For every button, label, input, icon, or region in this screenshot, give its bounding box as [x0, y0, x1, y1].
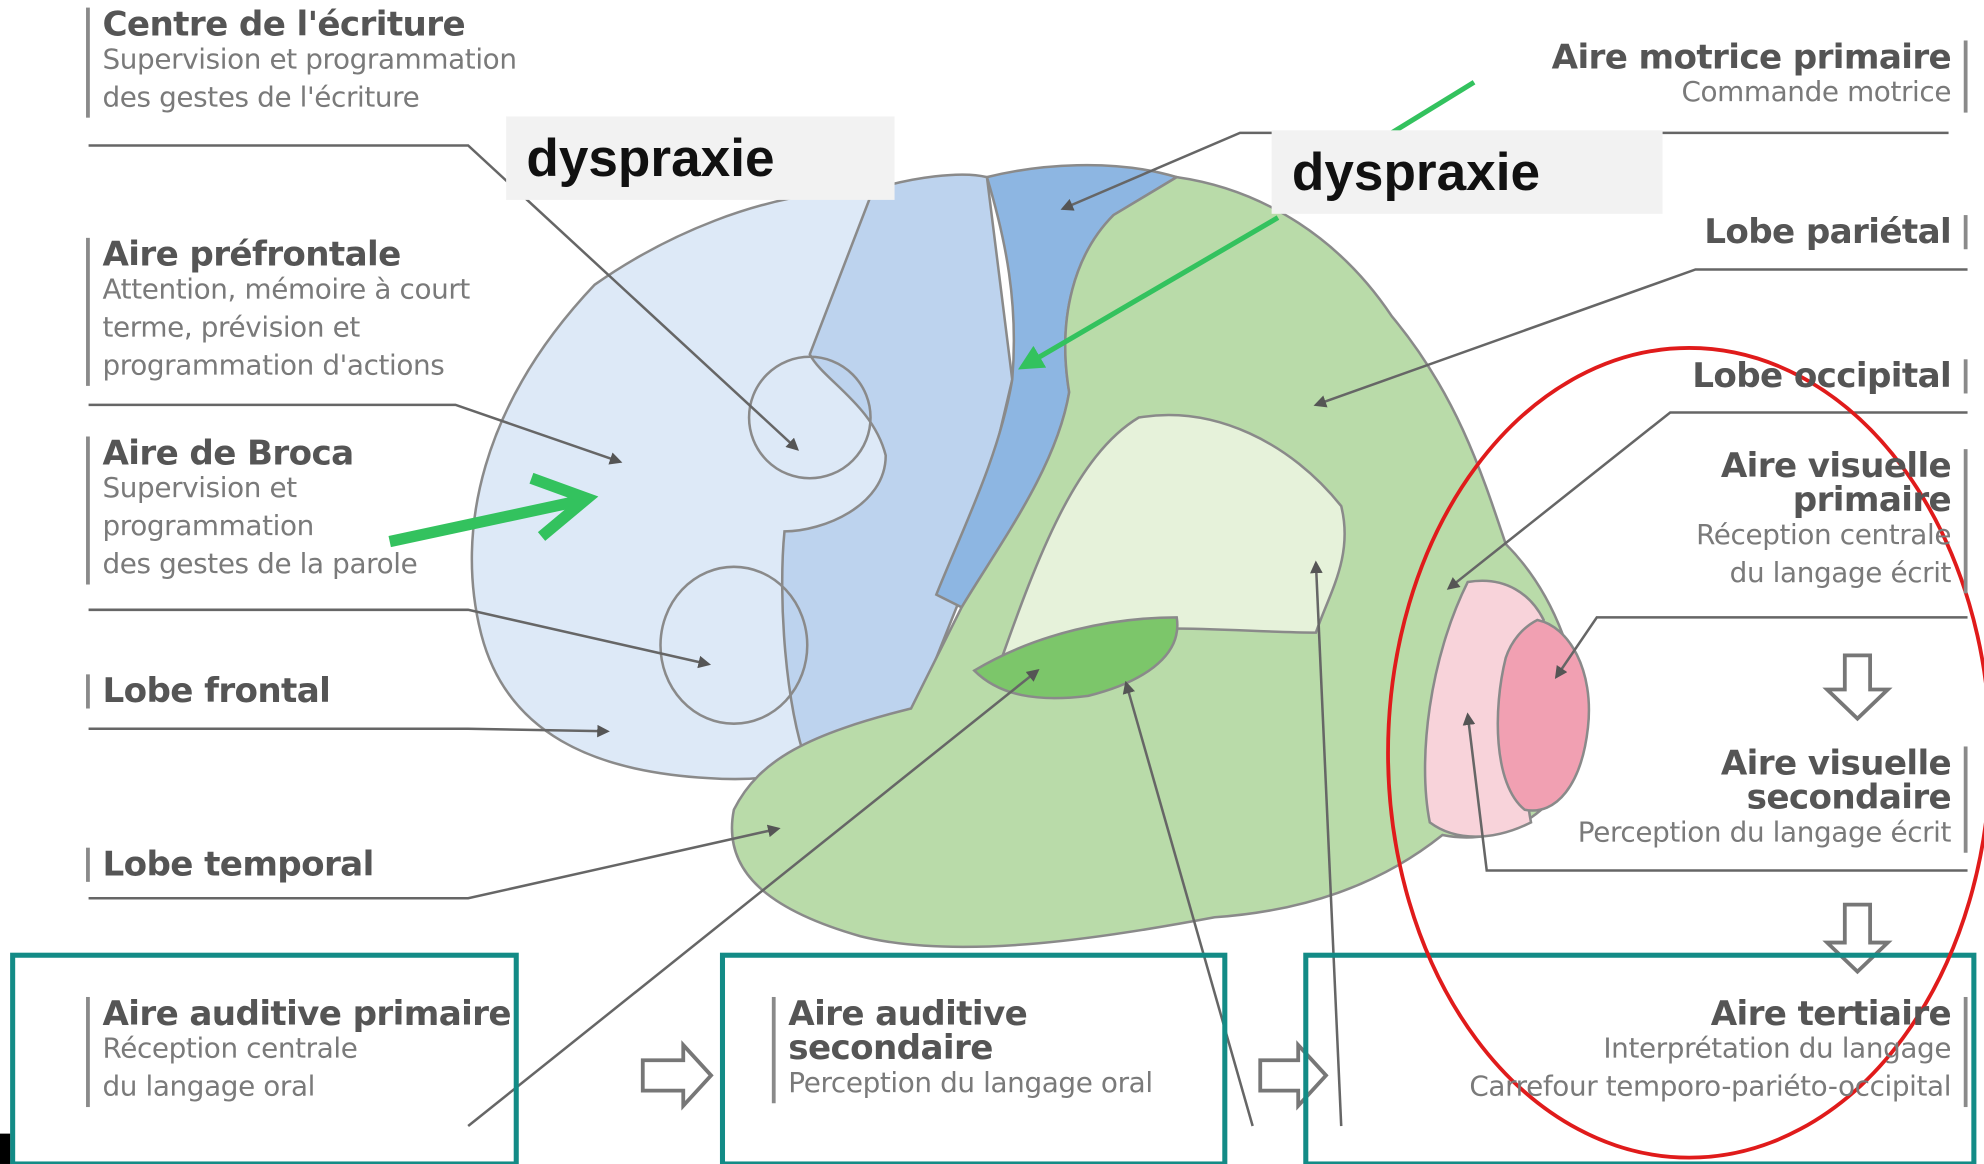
label-desc: Perception du langage oral — [788, 1067, 1153, 1100]
auditory-area — [972, 616, 1179, 700]
label-title: Aire auditive primaire — [102, 994, 511, 1034]
connector-visuelle-secondaire — [1462, 712, 1968, 872]
label-title: primaire — [1792, 480, 1952, 520]
label-desc: des gestes de l'écriture — [102, 82, 420, 114]
label-aire-auditive-secondaire: Aire auditive secondaire Perception du l… — [771, 994, 1153, 1104]
teal-box-tertiaire — [1303, 952, 1977, 1164]
connector-temporal — [88, 824, 781, 900]
label-title: Lobe temporal — [102, 845, 374, 885]
broca-circle — [659, 565, 809, 725]
label-desc: Supervision et — [102, 473, 297, 505]
connector-auditive-secondaire — [1122, 680, 1254, 1127]
connector-tertiaire — [1310, 560, 1343, 1127]
red-highlight-ellipse — [1386, 346, 1984, 1160]
label-desc: Supervision et programmation — [102, 44, 517, 76]
label-aire-visuelle-secondaire: Aire visuelle secondaire Perception du l… — [1577, 743, 1968, 853]
label-aire-motrice-primaire: Aire motrice primaire Commande motrice — [1551, 37, 1968, 113]
label-title: Aire visuelle — [1720, 446, 1952, 486]
flow-arrow-right-icon — [1258, 1040, 1329, 1111]
label-aire-tertiaire: Aire tertiaire Interprétation du langage… — [1469, 994, 1968, 1108]
label-lobe-frontal: Lobe frontal — [86, 671, 331, 712]
label-lobe-parietal: Lobe pariétal — [1704, 212, 1968, 252]
edge-mark — [0, 1133, 11, 1164]
label-title: Aire de Broca — [102, 433, 354, 474]
label-desc: du langage oral — [102, 1071, 316, 1104]
label-aire-broca: Aire de Broca Supervision et programmati… — [86, 433, 418, 585]
connector-frontal — [88, 724, 610, 738]
connector-prefrontale — [88, 403, 623, 465]
label-lobe-occipital: Lobe occipital — [1692, 356, 1968, 397]
premotor-area — [780, 173, 1014, 774]
connector-occipital — [1446, 411, 1968, 590]
connector-auditive-primaire — [467, 668, 1040, 1128]
label-desc: Perception du langage écrit — [1577, 817, 1952, 849]
dyspraxie-annotation-left: dyspraxie — [506, 116, 895, 200]
label-title: Aire auditive — [788, 994, 1028, 1034]
label-centre-ecriture: Centre de l'écriture Supervision et prog… — [86, 5, 517, 118]
label-aire-auditive-primaire: Aire auditive primaire Réception central… — [86, 994, 512, 1108]
label-desc: des gestes de la parole — [102, 549, 418, 581]
label-desc: terme, prévision et — [102, 312, 360, 345]
label-desc: programmation d'actions — [102, 350, 445, 383]
label-desc: Attention, mémoire à court — [102, 274, 470, 307]
green-arrow-motor — [1017, 215, 1280, 370]
connector-parietal — [1313, 268, 1968, 408]
label-title: Lobe occipital — [1692, 356, 1952, 397]
label-title: secondaire — [788, 1028, 993, 1068]
dyspraxie-annotation-right: dyspraxie — [1271, 130, 1663, 214]
label-title: Aire préfrontale — [102, 235, 401, 275]
label-desc: Réception centrale — [102, 1033, 358, 1066]
teal-box-auditive-primaire — [10, 952, 519, 1164]
label-title: Lobe pariétal — [1704, 212, 1952, 252]
label-desc: Interprétation du langage — [1603, 1033, 1952, 1066]
label-title: Aire motrice primaire — [1551, 37, 1952, 78]
label-aire-visuelle-primaire: Aire visuelle primaire Réception central… — [1696, 446, 1968, 594]
ecriture-circle — [747, 355, 872, 480]
label-title: secondaire — [1746, 778, 1952, 818]
flow-arrow-down-icon — [1822, 653, 1893, 722]
label-title: Aire tertiaire — [1710, 994, 1952, 1034]
label-desc: Commande motrice — [1681, 77, 1952, 109]
flow-arrow-down-icon — [1822, 902, 1893, 975]
connector-motrice — [1060, 131, 1949, 211]
connector-ecriture — [88, 144, 799, 451]
green-arrow-broca — [388, 494, 586, 548]
flow-arrow-right-icon — [640, 1040, 714, 1111]
label-desc: Réception centrale — [1696, 519, 1952, 552]
label-desc: programmation — [102, 511, 314, 543]
label-desc: Carrefour temporo-pariéto-occipital — [1469, 1071, 1952, 1104]
label-lobe-temporal: Lobe temporal — [86, 845, 374, 885]
label-desc: du langage écrit — [1729, 557, 1952, 590]
label-aire-prefrontale: Aire préfrontale Attention, mémoire à co… — [86, 235, 470, 386]
label-title: Lobe frontal — [102, 671, 331, 712]
teal-box-auditive-secondaire — [719, 952, 1228, 1164]
connector-visuelle-primaire — [1554, 616, 1968, 679]
green-arrow-broca-head — [529, 472, 599, 541]
connector-broca — [88, 608, 712, 669]
green-arrow-motor-top — [1384, 80, 1476, 139]
wernicke-area — [997, 413, 1346, 667]
label-title: Aire visuelle — [1720, 743, 1952, 784]
label-title: Centre de l'écriture — [102, 5, 465, 45]
